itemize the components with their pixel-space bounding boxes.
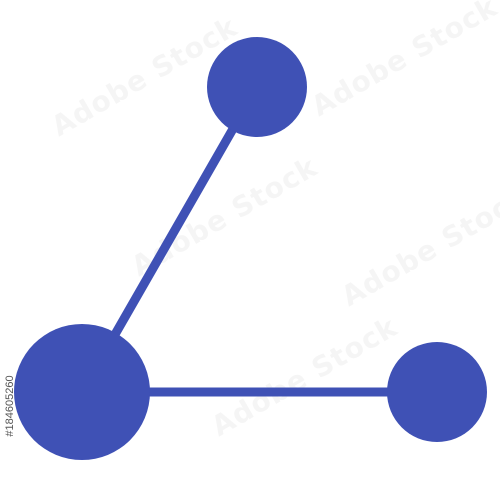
- node-top: [207, 37, 307, 137]
- stock-id-label: #184605260: [4, 375, 16, 437]
- node-right: [387, 342, 487, 442]
- node-main: [14, 324, 150, 460]
